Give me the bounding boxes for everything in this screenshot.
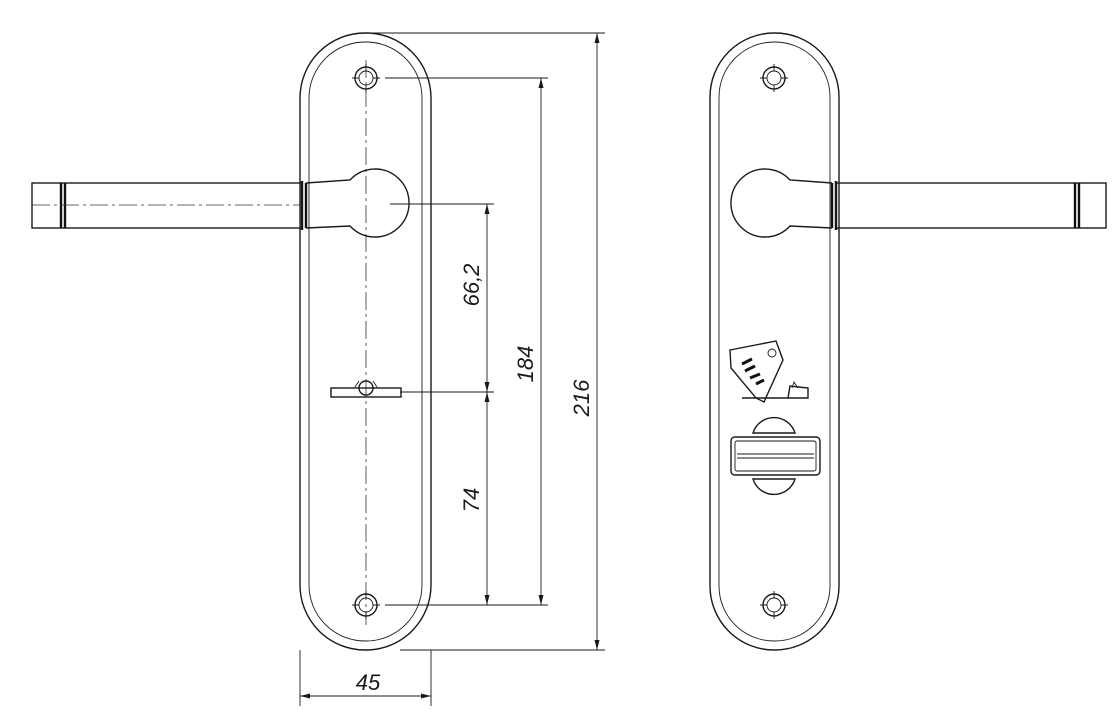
dimension-plate-width: 45 [300, 670, 431, 699]
dim-label-66-2: 66,2 [459, 264, 484, 307]
dim-label-45: 45 [356, 670, 381, 695]
back-plate [709, 32, 840, 651]
front-key-slot [330, 380, 402, 398]
front-plate [299, 32, 432, 651]
dim-label-74: 74 [459, 488, 484, 512]
dimension-plate-height: 216 [569, 33, 600, 650]
back-view [709, 32, 1107, 651]
back-top-screw-hole [760, 64, 788, 92]
dimension-screw-spacing: 184 [513, 78, 544, 605]
top-screw-hole [352, 64, 380, 92]
dim-label-216: 216 [569, 379, 594, 417]
thumb-turn-knob [730, 416, 821, 496]
dimension-key-to-screw: 74 [459, 392, 490, 605]
back-bottom-screw-hole [760, 591, 788, 619]
back-lever-handle [730, 168, 1107, 238]
front-lever-handle [31, 168, 410, 238]
bottom-screw-hole [352, 591, 380, 619]
extension-lines [299, 32, 605, 706]
dimension-handle-to-key: 66,2 [459, 204, 490, 392]
front-view: 66,2 74 184 216 45 [31, 32, 605, 706]
dim-label-184: 184 [513, 346, 538, 383]
privacy-indicator-icon [729, 340, 809, 403]
